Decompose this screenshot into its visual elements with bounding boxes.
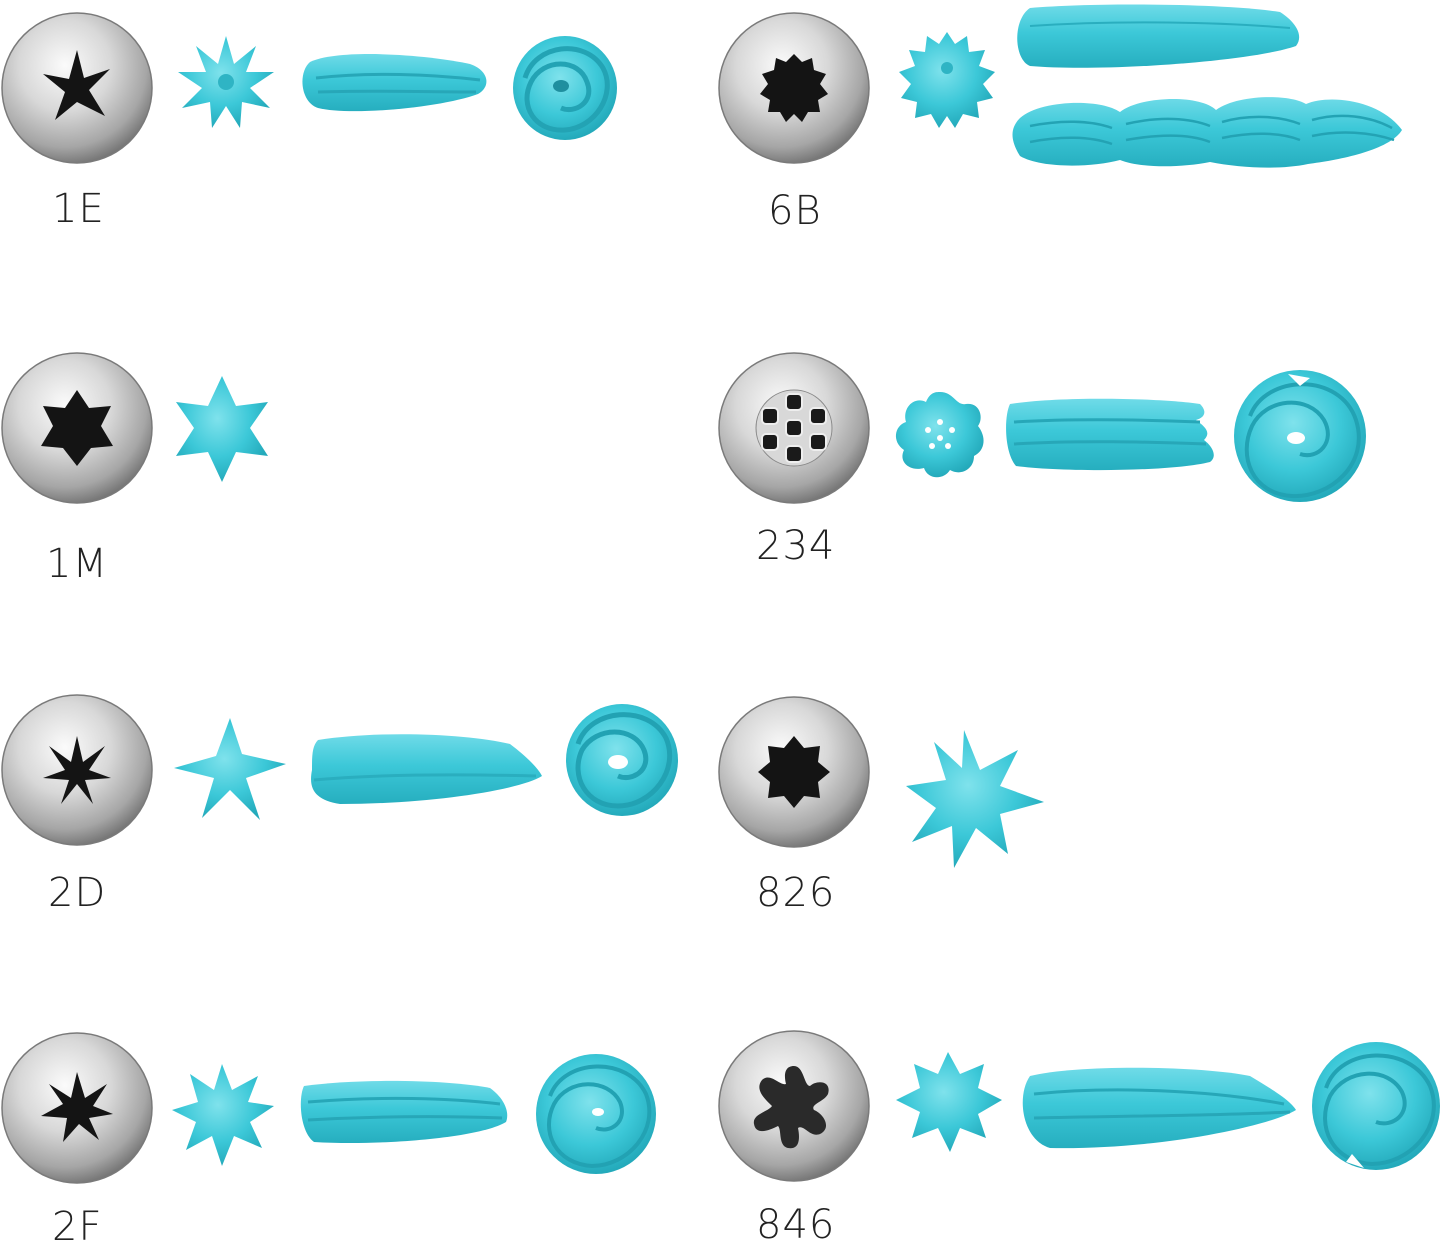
star-shape-icon [896,1052,1002,1152]
open-star-hole-icon [43,50,110,120]
star-shape-icon [172,1064,274,1166]
tip-6b: 6B [718,4,1402,234]
grass-lines-shape-icon [1006,398,1214,471]
ribbed-shell-border-shape-icon [1012,97,1402,168]
open-star-hole-icon [41,1072,113,1142]
tip-234: 234 [718,352,1366,569]
grass-swirl-shape-icon [1234,370,1366,502]
drop-star-shape-icon [174,718,286,820]
tip-2f: 2F [1,1032,656,1244]
drop-flower-hole-icon [43,736,111,804]
multi-opening-hole-icon [755,389,833,467]
swirl-rosette-shape-icon [513,36,617,140]
ribbed-line-shape-icon [300,1080,508,1144]
six-point-star-hole-icon [41,390,113,466]
swirl-rosette-shape-icon [536,1054,656,1174]
tip-label: 2D [48,870,106,916]
tip-846: 846 [718,1030,1440,1244]
tip-label: 1E [52,186,105,232]
shell-line-shape-icon [302,54,487,112]
grass-flower-shape-icon [895,392,984,478]
tip-label: 2F [52,1204,102,1244]
tip-label: 846 [756,1202,835,1244]
star-drop-shape-icon [899,32,995,128]
tip-label: 1M [46,541,108,587]
tip-826: 826 [718,696,1044,916]
swirl-rosette-shape-icon [566,704,678,816]
tip-label: 826 [756,870,835,916]
ribbed-line-shape-icon [1022,1067,1296,1149]
six-point-star-shape-icon [176,376,268,482]
flower-hole-icon [753,1066,829,1149]
tip-1e: 1E [1,12,617,232]
eight-point-star-hole-icon [758,736,830,808]
tip-label: 6B [768,188,822,234]
tip-1m: 1M [1,352,268,587]
french-star-hole-icon [760,54,828,122]
smooth-line-shape-icon [311,734,542,804]
swirl-rosette-shape-icon [1312,1042,1440,1170]
tip-2d: 2D [1,694,678,916]
eight-point-star-shape-icon [906,730,1044,868]
star-rosette-shape-icon [178,36,274,128]
tip-label: 234 [756,523,835,569]
ribbed-line-shape-icon [1017,4,1300,68]
